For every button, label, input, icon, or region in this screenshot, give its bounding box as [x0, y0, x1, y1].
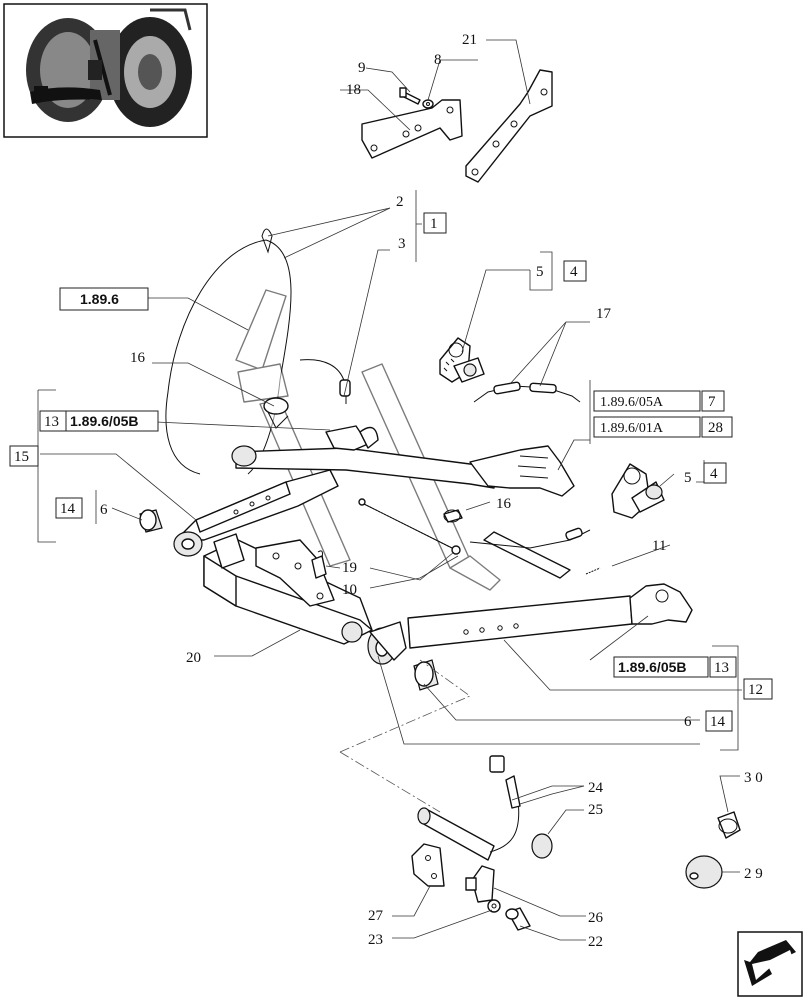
- label-6b: 6: [684, 714, 692, 730]
- lower-link-left: [173, 469, 339, 557]
- washer-8: [422, 99, 434, 109]
- label-9: 9: [358, 60, 366, 76]
- hook-5-top: [439, 337, 485, 383]
- stabiliser-bar: [231, 425, 575, 497]
- sensor-assembly: [417, 755, 521, 861]
- bracket-21: [465, 69, 553, 183]
- washer-23: [487, 899, 501, 913]
- label-21: 21: [462, 32, 477, 48]
- box-14b: 14: [710, 714, 726, 730]
- box-7: 7: [708, 394, 716, 410]
- box-13b: 13: [714, 660, 729, 676]
- pin-16-right: [443, 509, 463, 523]
- ref-1-89-6-01A: 1.89.6/01A: [600, 421, 664, 436]
- pin-19: [311, 550, 327, 579]
- lower-link-right: [407, 583, 693, 649]
- label-16a: 16: [130, 350, 146, 366]
- ref-1-89-6-05A: 1.89.6/05A: [600, 395, 664, 410]
- clip-26: [465, 865, 495, 903]
- bush-6-left: [139, 509, 163, 533]
- label-8: 8: [434, 52, 442, 68]
- boxed-numbers: 1 4 4 7 28 13 15 14 13 12 14: [9, 212, 773, 732]
- label-25: 25: [588, 802, 603, 818]
- bolt-22: [505, 907, 531, 931]
- pin-11: [585, 567, 601, 575]
- box-28: 28: [708, 420, 723, 436]
- tractor-thumbnail: [3, 3, 208, 138]
- box-12: 12: [748, 682, 763, 698]
- label-30: 3 0: [744, 770, 763, 786]
- ref-line-1: [339, 659, 471, 753]
- label-6a: 6: [100, 502, 108, 518]
- label-2: 2: [396, 194, 404, 210]
- label-22: 22: [588, 934, 603, 950]
- ball-end-right: [367, 621, 407, 665]
- label-3: 3: [398, 236, 406, 252]
- box-14a: 14: [60, 501, 76, 517]
- knob-29: [685, 855, 723, 889]
- bush-25: [531, 833, 553, 859]
- label-24: 24: [588, 780, 604, 796]
- label-29: 2 9: [744, 866, 763, 882]
- bush-6-right: [413, 659, 439, 691]
- label-10: 10: [342, 582, 357, 598]
- box-4a: 4: [570, 264, 578, 280]
- label-5a: 5: [536, 264, 544, 280]
- bracket-18: [361, 99, 463, 159]
- box-13a: 13: [44, 414, 59, 430]
- part-30: [717, 811, 741, 839]
- ref-1-89-6: 1.89.6: [80, 291, 119, 307]
- lift-rod-16: [263, 397, 289, 429]
- label-18: 18: [346, 82, 361, 98]
- label-16b: 16: [496, 496, 512, 512]
- leader-lines: [37, 39, 742, 941]
- reference-boxes: 1.89.6 1.89.6/05B 1.89.6/05A 1.89.6/01A …: [59, 287, 709, 678]
- drawbar-frame-20: [203, 533, 373, 645]
- bracket-27: [411, 843, 445, 887]
- box-15: 15: [14, 449, 29, 465]
- stabiliser-rod-right: [469, 527, 591, 579]
- hook-5-right: [611, 463, 665, 519]
- label-20: 20: [186, 650, 201, 666]
- bolt-9: [399, 87, 421, 105]
- label-27: 27: [368, 908, 384, 924]
- next-page-arrow-icon[interactable]: [737, 931, 803, 997]
- box-1: 1: [430, 216, 438, 232]
- chain-17: [473, 381, 581, 403]
- label-17: 17: [596, 306, 612, 322]
- label-26: 26: [588, 910, 604, 926]
- spring: [358, 498, 461, 555]
- label-23: 23: [368, 932, 383, 948]
- ref-1-89-6-05B-right: 1.89.6/05B: [618, 659, 687, 675]
- box-4b: 4: [710, 466, 718, 482]
- ref-1-89-6-05B-left: 1.89.6/05B: [70, 413, 139, 429]
- label-5b: 5: [684, 470, 692, 486]
- label-11: 11: [652, 538, 666, 554]
- ref-line-2: [339, 751, 441, 813]
- label-19: 19: [342, 560, 357, 576]
